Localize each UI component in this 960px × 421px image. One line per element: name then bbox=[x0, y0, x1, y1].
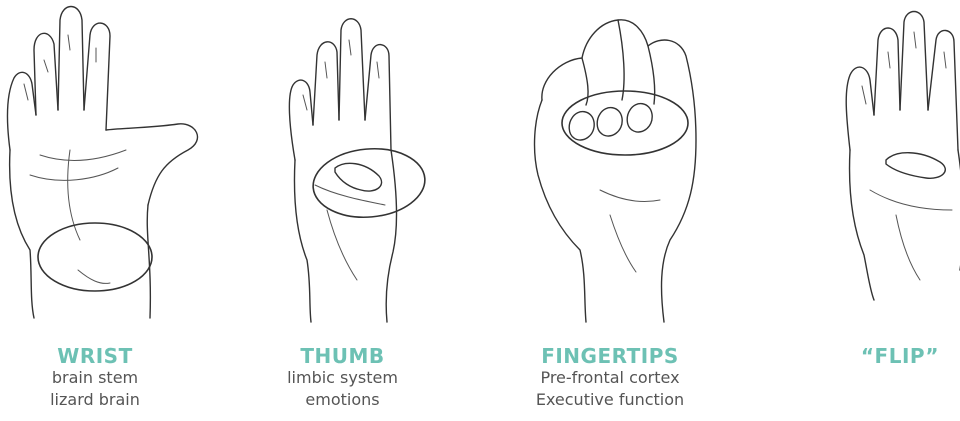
thumb-line-2: emotions bbox=[275, 389, 410, 411]
thumb-title: THUMB bbox=[275, 345, 410, 367]
thumb-line-1: limbic system bbox=[275, 367, 410, 389]
fingertips-title: FINGERTIPS bbox=[500, 345, 720, 367]
wrist-title: WRIST bbox=[0, 345, 190, 367]
flipping-lid-hand-icon bbox=[840, 0, 960, 330]
flip-caption: “FLIP” bbox=[840, 345, 960, 367]
wrist-line-1: brain stem bbox=[0, 367, 190, 389]
closed-fist-hand-icon bbox=[500, 0, 720, 330]
thumb-folded-hand-icon bbox=[275, 0, 410, 330]
thumb-highlight-oval bbox=[310, 144, 428, 222]
fingertips-caption: FINGERTIPS Pre-frontal cortex Executive … bbox=[500, 345, 720, 411]
open-palm-hand-icon bbox=[0, 0, 190, 330]
wrist-line-2: lizard brain bbox=[0, 389, 190, 411]
panel-flip: “FLIP” bbox=[840, 0, 960, 421]
panel-thumb: THUMB limbic system emotions bbox=[275, 0, 410, 421]
fingertips-line-1: Pre-frontal cortex bbox=[500, 367, 720, 389]
panel-wrist: WRIST brain stem lizard brain bbox=[0, 0, 190, 421]
fingertips-line-2: Executive function bbox=[500, 389, 720, 411]
panel-fingertips: FINGERTIPS Pre-frontal cortex Executive … bbox=[500, 0, 720, 421]
thumb-caption: THUMB limbic system emotions bbox=[275, 345, 410, 411]
fingertips-highlight-oval bbox=[562, 91, 688, 155]
flip-title: “FLIP” bbox=[840, 345, 960, 367]
wrist-caption: WRIST brain stem lizard brain bbox=[0, 345, 190, 411]
